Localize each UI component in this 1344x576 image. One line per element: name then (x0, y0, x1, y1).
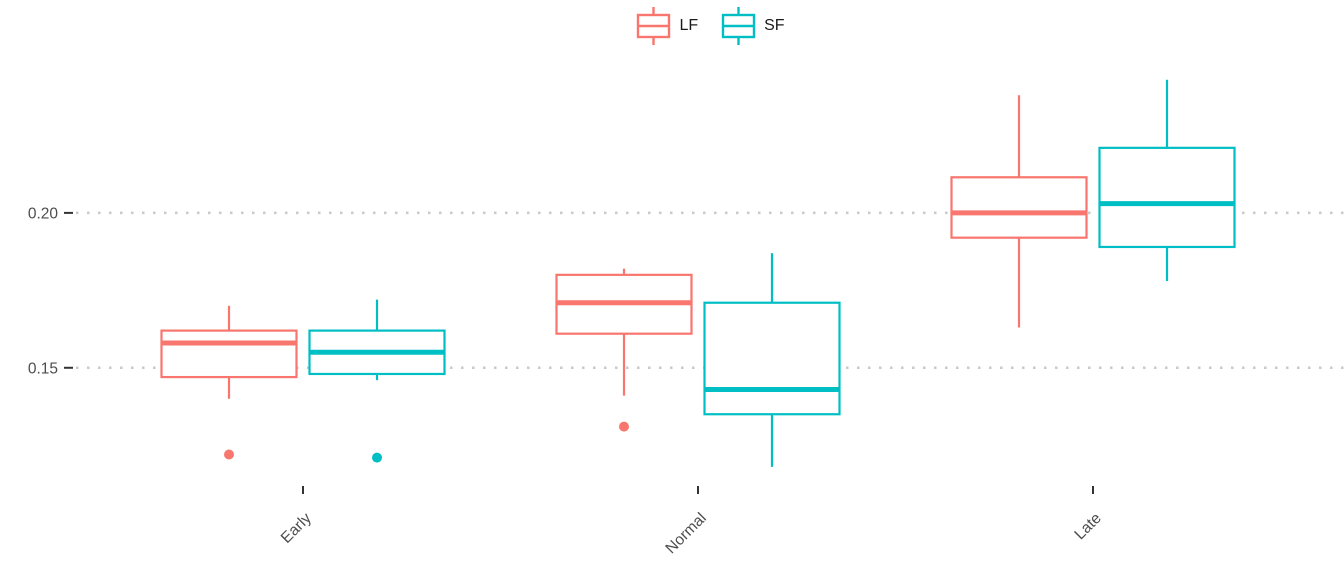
x-axis-label-early: Early (278, 510, 315, 547)
legend: LF SF (76, 4, 1344, 48)
box-lf-early-iqr (160, 329, 298, 379)
legend-item-sf: SF (720, 5, 785, 47)
y-axis-label-0.15: 0.15 (28, 360, 58, 377)
box-lf-normal-outlier (619, 421, 629, 432)
box-lf-late-iqr (950, 176, 1088, 239)
box-sf-normal-iqr (703, 301, 841, 416)
box-sf-early-outlier (372, 452, 382, 463)
legend-label-sf: SF (764, 17, 785, 34)
legend-label-lf: LF (679, 17, 699, 34)
x-axis-label-late: Late (1071, 510, 1104, 543)
y-axis-label-0.20: 0.20 (28, 205, 59, 222)
box-sf-late-iqr (1098, 146, 1236, 249)
boxplot-key-icon-sf (721, 7, 756, 45)
boxplot-key-icon-lf (637, 7, 671, 45)
box-lf-early-outlier (224, 449, 234, 460)
x-axis-label-normal: Normal (662, 510, 709, 557)
legend-item-lf: LF (635, 5, 698, 47)
